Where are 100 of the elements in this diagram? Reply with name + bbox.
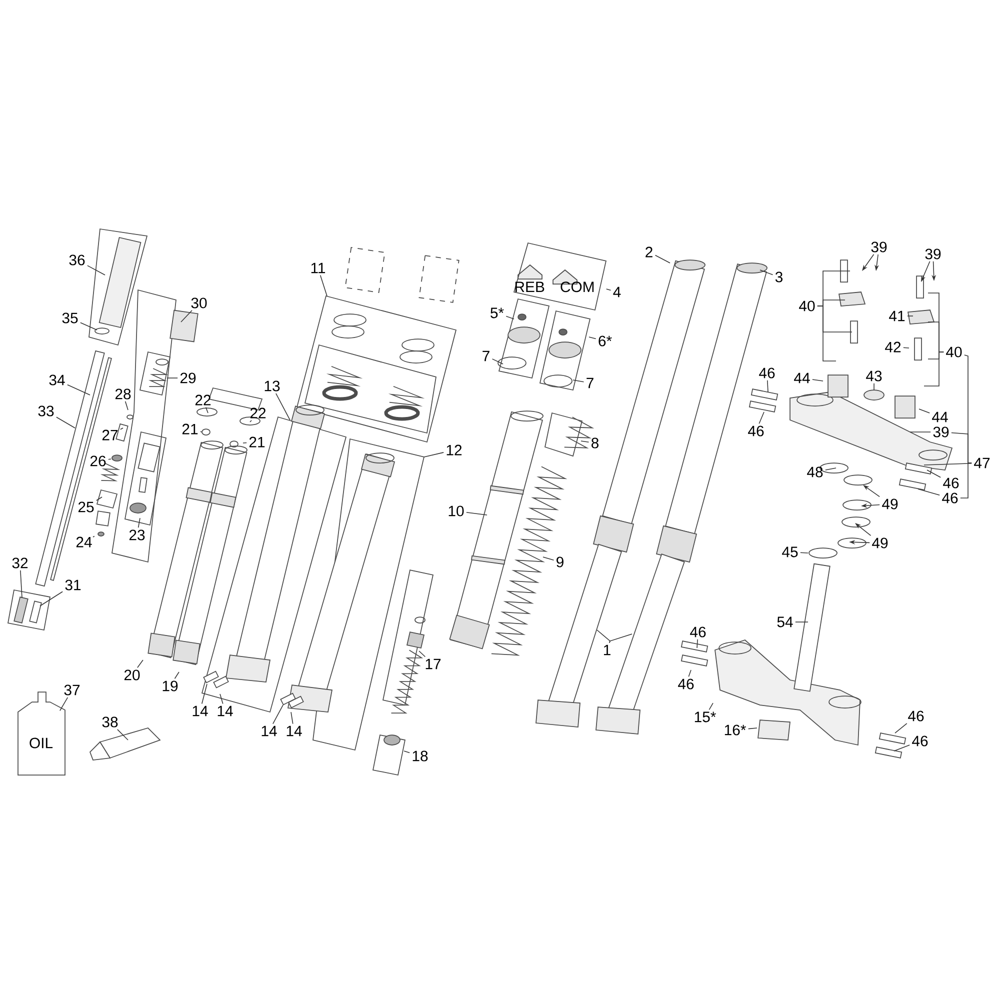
callout-number: 14	[262, 726, 277, 736]
leader-line	[418, 650, 426, 658]
callout-number: 24	[76, 536, 92, 548]
leader-line	[760, 270, 774, 276]
callout-number: 42	[885, 342, 901, 352]
leader-line	[492, 358, 504, 364]
leader-line	[108, 458, 112, 460]
callout-number: 21	[182, 424, 198, 434]
callout-number: 46	[943, 478, 959, 488]
oil-bottle: OIL	[18, 692, 66, 776]
leader-line	[40, 591, 63, 606]
leader-line	[80, 322, 98, 330]
callout-number: 20	[124, 670, 140, 680]
leader-line	[120, 428, 124, 430]
leader-line	[201, 684, 208, 704]
callout-number: 46	[678, 678, 694, 690]
leader-line	[137, 660, 144, 668]
callout-number: 46	[759, 368, 775, 378]
callout-number: 14	[192, 706, 208, 716]
callout-number: 15*	[694, 712, 716, 722]
leader-line	[800, 552, 808, 554]
callout-number: 18	[412, 750, 428, 762]
leader-line	[708, 702, 714, 710]
leader-line	[272, 704, 284, 724]
callout-number: 46	[912, 736, 928, 746]
leader-line	[924, 352, 944, 386]
leader-line	[404, 750, 410, 754]
leader-line	[918, 488, 940, 496]
leader-line	[654, 254, 670, 264]
leader-line	[276, 393, 290, 420]
leader-line	[242, 442, 247, 444]
leader-line	[124, 401, 128, 410]
callout-number: 34	[49, 374, 65, 386]
leader-line	[609, 634, 632, 644]
leader-line	[572, 380, 584, 382]
callout-number: 43	[866, 370, 882, 382]
leader-line	[894, 744, 910, 752]
callout-number: 4	[613, 286, 621, 298]
callout-number: 40	[946, 346, 962, 358]
callout-number: 35	[62, 312, 78, 324]
callout-number: 2	[646, 246, 652, 258]
callout-number: 3	[775, 272, 783, 282]
callout-number: 5*	[490, 308, 504, 318]
callout-number: 45	[782, 546, 798, 558]
callout-number: 27	[102, 430, 118, 440]
leader-line	[20, 570, 22, 598]
callout-number: 6*	[598, 336, 612, 346]
leader-line	[580, 440, 590, 442]
leader-line	[60, 697, 68, 712]
leader-line	[542, 556, 554, 561]
callout-number: 28	[115, 388, 131, 400]
leader-line	[926, 470, 941, 478]
leader-line	[748, 728, 758, 730]
callout-number: 46	[942, 492, 958, 504]
callout-number: 13	[264, 380, 280, 392]
leader-line	[903, 347, 910, 348]
leader-line	[290, 712, 294, 724]
leader-line	[924, 462, 972, 466]
callout-number: 17	[426, 658, 441, 670]
callout-number: 7	[586, 378, 594, 388]
callout-number: 40	[799, 300, 815, 312]
callout-number: 41	[889, 310, 905, 322]
leader-line	[220, 694, 224, 704]
leader-line	[767, 380, 768, 392]
callout-number: 46	[748, 426, 764, 436]
leader-line	[960, 462, 972, 498]
callout-number: 10	[448, 506, 464, 516]
callout-number: 44	[932, 412, 948, 422]
leader-line	[67, 384, 90, 396]
callout-number: 46	[690, 626, 706, 638]
callout-number: 39	[871, 242, 887, 252]
callout-number: 39	[933, 426, 949, 438]
callout-number: 30	[191, 298, 207, 308]
leader-line	[758, 412, 764, 424]
leader-line	[817, 306, 836, 362]
leader-line	[596, 630, 610, 644]
callout-number: 38	[102, 716, 118, 728]
callout-number: 37	[64, 684, 80, 696]
callout-number: 29	[180, 372, 196, 384]
callout-number: 49	[872, 538, 888, 548]
callout-number: 14	[218, 706, 233, 716]
callout-number: 31	[65, 580, 81, 590]
callout-number: 8	[592, 438, 599, 448]
leader-line	[205, 406, 208, 414]
leader-line	[606, 288, 612, 291]
leader-line	[466, 512, 488, 516]
leader-line	[138, 518, 140, 528]
leader-line	[92, 536, 95, 538]
callout-number: 25	[78, 502, 94, 512]
callout-number: 23	[129, 530, 145, 540]
leader-line	[812, 379, 824, 382]
leader-line	[424, 452, 444, 458]
callout-number: 22	[250, 408, 266, 418]
callout-number: 39	[925, 248, 941, 260]
leader-line	[588, 336, 596, 340]
callout-number: 47	[974, 458, 990, 468]
callout-number: 16*	[724, 724, 746, 736]
callout-number: 49	[882, 498, 898, 510]
leader-line	[688, 670, 692, 677]
callout-number: 19	[162, 680, 178, 692]
